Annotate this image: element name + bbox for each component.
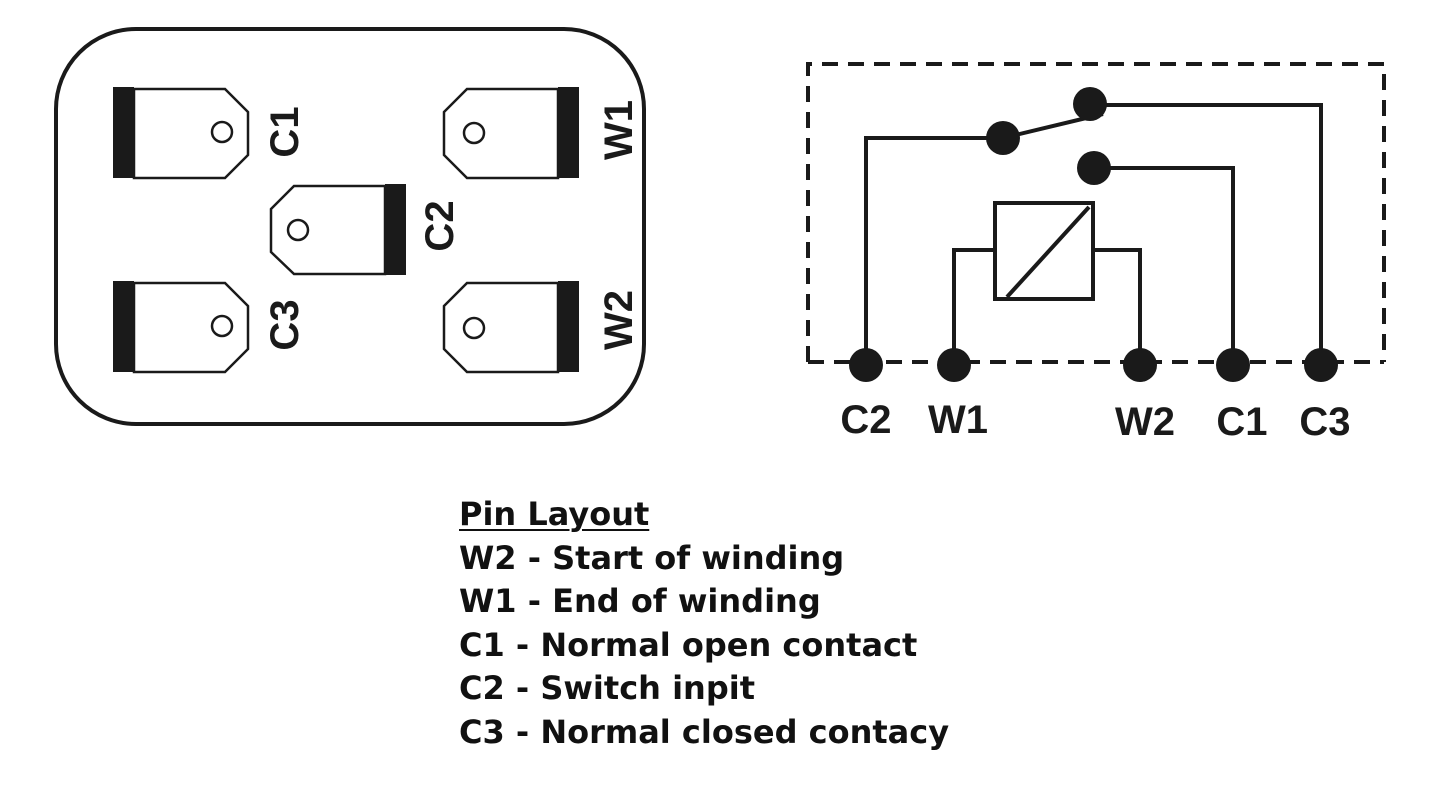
pin-c3-label: C3 bbox=[263, 299, 307, 350]
pin-w1-blade bbox=[442, 87, 560, 180]
wire-c1-no bbox=[1094, 166, 1235, 365]
legend-row-w2: W2 - Start of winding bbox=[459, 538, 845, 577]
pin-w1-label: W1 bbox=[597, 100, 641, 160]
relay-coil bbox=[993, 201, 1095, 301]
relay-diagram: C1 W1 C2 C3 W2 bbox=[54, 27, 1386, 444]
pin-w2-blade bbox=[442, 281, 560, 374]
pin-c3-bar bbox=[113, 281, 134, 372]
terminal-c2-dot bbox=[849, 348, 883, 382]
pin-w1-hole bbox=[462, 121, 486, 145]
pin-c1-label: C1 bbox=[263, 106, 307, 157]
pin-c2-bar bbox=[385, 184, 406, 275]
switch-common-contact bbox=[986, 121, 1020, 155]
pin-w1-spade: W1 bbox=[442, 87, 641, 180]
pin-w1-bar bbox=[558, 87, 579, 178]
pin-layout-legend: Pin Layout W2 - Start of winding W1 - En… bbox=[459, 493, 949, 754]
connector-body-outline bbox=[54, 27, 646, 426]
pin-c3-blade bbox=[132, 281, 250, 374]
legend-row-w1: W1 - End of winding bbox=[459, 582, 821, 620]
relay-schematic: C2 W1 W2 C1 C3 bbox=[806, 62, 1386, 444]
pin-c2-label: C2 bbox=[418, 200, 462, 251]
pin-c3-spade: C3 bbox=[113, 281, 307, 374]
legend-row-c3: C3 - Normal closed contacy bbox=[459, 712, 950, 751]
legend-title: Pin Layout bbox=[459, 495, 650, 533]
wire-c3-nc bbox=[1090, 103, 1323, 365]
coil-diagonal bbox=[1005, 205, 1091, 299]
terminal-c2-label: C2 bbox=[840, 398, 891, 442]
pin-w2-label: W2 bbox=[597, 290, 641, 350]
pin-w2-bar bbox=[558, 281, 579, 372]
terminal-w2-dot bbox=[1123, 348, 1157, 382]
wire-c2-common bbox=[864, 136, 1003, 365]
pin-c1-bar bbox=[113, 87, 134, 178]
switch-no-contact bbox=[1077, 151, 1111, 185]
pin-c2-blade bbox=[269, 184, 387, 276]
pin-c1-spade: C1 bbox=[113, 87, 307, 180]
legend-row-c1: C1 - Normal open contact bbox=[459, 625, 918, 664]
terminal-c1-label: C1 bbox=[1216, 400, 1267, 444]
connector-top-view: C1 W1 C2 C3 W2 bbox=[54, 27, 646, 426]
legend-row-c2: C2 - Switch inpit bbox=[459, 669, 755, 707]
terminal-c3-label: C3 bbox=[1299, 400, 1350, 444]
pin-c1-blade bbox=[132, 87, 250, 180]
terminal-w1-label: W1 bbox=[928, 398, 988, 442]
pin-w2-spade: W2 bbox=[442, 281, 641, 374]
pin-c2-hole bbox=[286, 218, 310, 242]
pin-c2-spade: C2 bbox=[269, 184, 462, 276]
terminal-w2-label: W2 bbox=[1115, 400, 1175, 444]
pin-w2-hole bbox=[462, 316, 486, 340]
pin-c1-hole bbox=[210, 120, 234, 144]
schematic-dashed-enclosure bbox=[806, 62, 1386, 362]
terminal-w1-dot bbox=[937, 348, 971, 382]
pin-c3-hole bbox=[210, 314, 234, 338]
terminal-c3-dot bbox=[1304, 348, 1338, 382]
wire-w2-coil bbox=[1093, 248, 1142, 365]
wire-w1-coil bbox=[952, 248, 995, 365]
terminal-c1-dot bbox=[1216, 348, 1250, 382]
switch-nc-contact bbox=[1073, 87, 1107, 121]
